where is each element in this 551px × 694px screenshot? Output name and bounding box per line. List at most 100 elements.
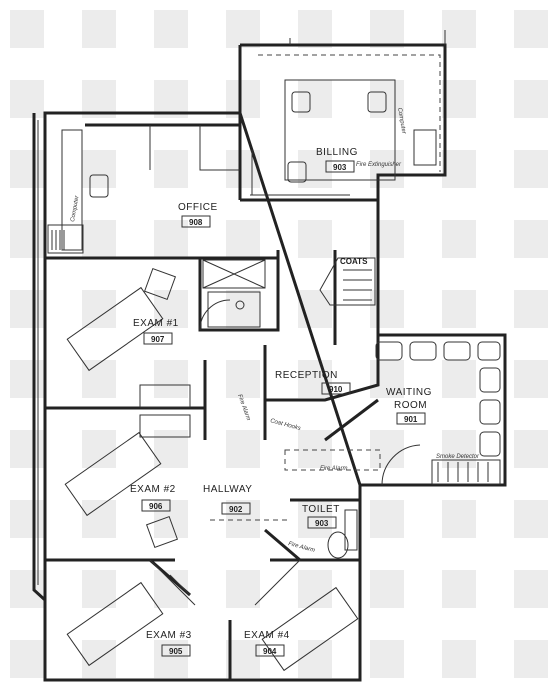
watermark-tile bbox=[10, 80, 44, 118]
watermark-tile bbox=[514, 10, 548, 48]
watermark-tile bbox=[82, 150, 116, 188]
watermark-tile bbox=[514, 150, 548, 188]
watermark-tile bbox=[442, 430, 476, 468]
watermark-tile bbox=[226, 290, 260, 328]
reception-number-box bbox=[321, 382, 351, 395]
watermark-tile bbox=[442, 150, 476, 188]
watermark-tile bbox=[370, 150, 404, 188]
exam1-number-box bbox=[143, 332, 173, 345]
exam4-label: EXAM #4 bbox=[244, 630, 290, 641]
watermark-tile bbox=[226, 570, 260, 608]
watermark-tile bbox=[514, 220, 548, 258]
watermark-tile bbox=[514, 500, 548, 538]
watermark-tile bbox=[154, 500, 188, 538]
watermark-tile bbox=[370, 430, 404, 468]
fire-alarm-hall-note: Fire Alarm bbox=[320, 466, 347, 472]
watermark-tile bbox=[82, 220, 116, 258]
waiting-chairs bbox=[375, 341, 501, 486]
billing-label: BILLING bbox=[316, 147, 358, 158]
watermark-tile bbox=[82, 570, 116, 608]
watermark-tile bbox=[82, 500, 116, 538]
billing-number-box bbox=[325, 160, 355, 173]
toilet-number: 903 bbox=[315, 519, 329, 528]
hallway-number: 902 bbox=[229, 505, 243, 514]
dashed-outlines bbox=[210, 54, 441, 521]
toilet-fixtures bbox=[327, 509, 358, 559]
watermark-tile bbox=[226, 640, 260, 678]
exam1-table bbox=[66, 267, 191, 408]
exam4-number-box bbox=[255, 644, 285, 657]
watermark-tile bbox=[82, 430, 116, 468]
exam2-number: 906 bbox=[149, 502, 163, 511]
watermark-tile bbox=[442, 290, 476, 328]
watermark-tile bbox=[10, 570, 44, 608]
watermark-tile bbox=[514, 640, 548, 678]
exam1-label: EXAM #1 bbox=[133, 318, 179, 329]
watermark-tile bbox=[514, 570, 548, 608]
exterior-walls bbox=[32, 30, 507, 682]
waiting-number-box bbox=[396, 412, 426, 425]
office-label: OFFICE bbox=[178, 202, 218, 213]
toilet-number-box bbox=[307, 516, 337, 529]
watermark-tile bbox=[226, 500, 260, 538]
computer-billing-note: Computer bbox=[396, 107, 407, 135]
billing-desk bbox=[250, 79, 437, 196]
watermark-tile bbox=[154, 360, 188, 398]
office-number-box bbox=[181, 215, 211, 228]
watermark-tile bbox=[10, 290, 44, 328]
office-desk bbox=[47, 129, 109, 254]
toilet-label: TOILET bbox=[302, 504, 340, 515]
waiting-number: 901 bbox=[404, 415, 418, 424]
watermark-tile bbox=[370, 570, 404, 608]
watermark-tile bbox=[370, 500, 404, 538]
watermark-tile bbox=[10, 500, 44, 538]
watermark-tile bbox=[82, 10, 116, 48]
hallway-number-box bbox=[221, 502, 251, 515]
office-number: 908 bbox=[189, 218, 203, 227]
watermark-tile bbox=[154, 220, 188, 258]
smoke-detector-note: Smoke Detector bbox=[436, 454, 480, 460]
exam3-number-box bbox=[161, 644, 191, 657]
watermark-tile bbox=[370, 290, 404, 328]
watermark-tile bbox=[442, 500, 476, 538]
watermark-tile bbox=[370, 220, 404, 258]
exam1-number: 907 bbox=[151, 335, 165, 344]
watermark-tile bbox=[10, 220, 44, 258]
watermark-tile bbox=[10, 640, 44, 678]
watermark-tile bbox=[10, 430, 44, 468]
reception-number: 910 bbox=[329, 385, 343, 394]
watermark-tile bbox=[298, 640, 332, 678]
watermark-tile bbox=[154, 150, 188, 188]
watermark-tile bbox=[370, 360, 404, 398]
watermark-tile bbox=[10, 360, 44, 398]
billing-number: 903 bbox=[333, 163, 347, 172]
watermark-tile bbox=[442, 570, 476, 608]
watermark-tile bbox=[10, 150, 44, 188]
watermark-tile bbox=[514, 430, 548, 468]
exam4-number: 904 bbox=[263, 647, 277, 656]
watermark-tile bbox=[226, 220, 260, 258]
watermark-tile bbox=[442, 640, 476, 678]
watermark-tile bbox=[226, 430, 260, 468]
watermark-tile bbox=[298, 220, 332, 258]
watermark-tile bbox=[154, 430, 188, 468]
exam2-table bbox=[64, 414, 191, 549]
exam2-label: EXAM #2 bbox=[130, 484, 176, 495]
computer-office-note: Computer bbox=[70, 194, 81, 222]
reception-label: RECEPTION bbox=[275, 370, 338, 381]
watermark-grid bbox=[10, 10, 548, 678]
coats-label: COATS bbox=[340, 257, 368, 266]
watermark-tile bbox=[154, 640, 188, 678]
watermark-tile bbox=[442, 220, 476, 258]
watermark-tile bbox=[514, 360, 548, 398]
waiting-label-line1: WAITING bbox=[386, 387, 432, 398]
watermark-tile bbox=[226, 10, 260, 48]
coat-hooks-note: Coat Hooks bbox=[269, 418, 301, 432]
waiting-label-line2: ROOM bbox=[394, 400, 427, 411]
watermark-tile bbox=[442, 360, 476, 398]
watermark-tile bbox=[10, 10, 44, 48]
watermark-tile bbox=[370, 640, 404, 678]
watermark-tile bbox=[442, 80, 476, 118]
watermark-tile bbox=[82, 360, 116, 398]
